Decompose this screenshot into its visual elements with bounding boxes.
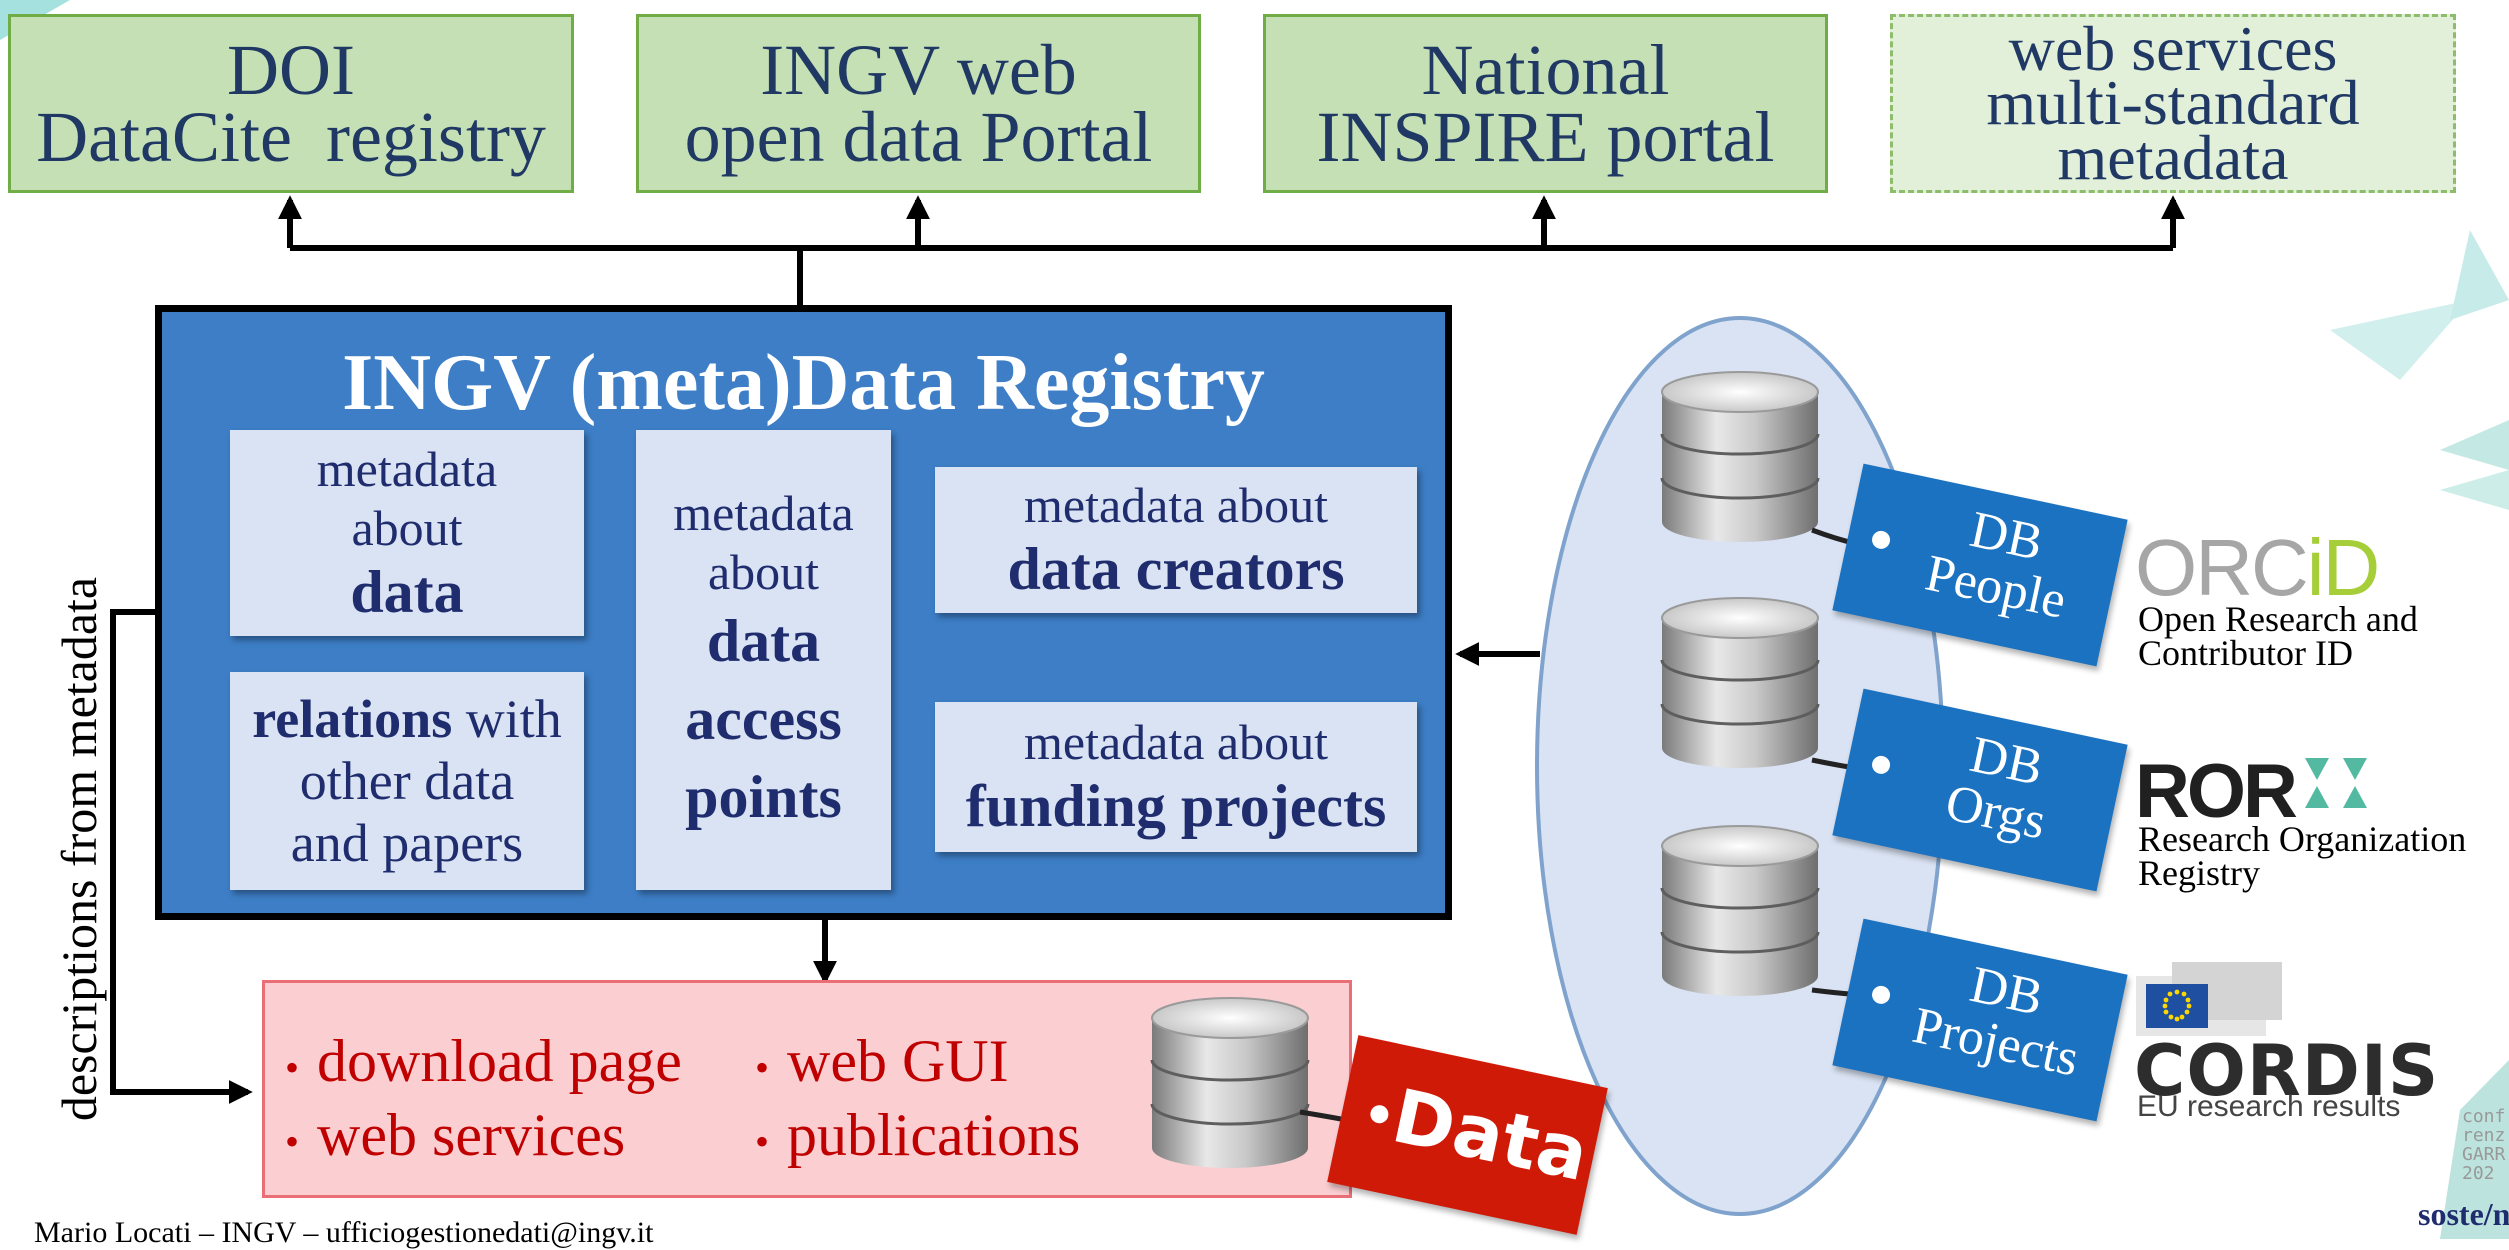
relations-box: relations with other data and papers xyxy=(230,672,584,890)
relations-bold: relations xyxy=(252,688,453,749)
bullet-text: publications xyxy=(787,1102,1081,1168)
data-box-line2: about xyxy=(351,499,463,556)
bullet-web-services: • web services xyxy=(285,1101,625,1170)
cordis-logo: CORDIS xyxy=(2134,1030,2440,1112)
bullet-dot: • xyxy=(285,1044,300,1090)
ror-description: Research Organization Registry xyxy=(2138,819,2467,894)
access-line2: about xyxy=(707,544,820,600)
ror-mark-icon xyxy=(2304,758,2367,808)
creators-line1: metadata about xyxy=(1023,477,1329,533)
ror-name: ROR xyxy=(2135,749,2298,834)
inspire-line2: INSPIRE portal xyxy=(1316,96,1775,177)
orcid-desc-line2: Contributor ID xyxy=(2138,633,2353,674)
conference-corner-subtitle: soste/nibile xyxy=(2418,1196,2509,1233)
registry-box: INGV (meta)Data Registry metadata about … xyxy=(155,305,1452,920)
access-bold3: points xyxy=(685,764,842,830)
bullet-download-page: • download page xyxy=(285,1027,682,1096)
bullet-dot: • xyxy=(755,1044,770,1090)
relations-rest: with xyxy=(452,688,562,749)
ror-desc-line2: Registry xyxy=(2138,853,2260,894)
data-access-points-box: metadata about data access points xyxy=(636,430,891,890)
portal-line1: INGV web xyxy=(760,30,1077,111)
orcid-logo: ORCiD xyxy=(2135,522,2381,614)
funding-line1: metadata about xyxy=(1023,714,1329,770)
funding-projects-box: metadata about funding projects xyxy=(935,702,1417,852)
corner-line4: 202 xyxy=(2462,1162,2495,1184)
bullet-text: download page xyxy=(317,1028,682,1094)
access-bold2: access xyxy=(685,686,842,752)
orcid-name-a: ORC xyxy=(2135,523,2309,612)
bullet-dot: • xyxy=(285,1118,300,1164)
orcid-desc-line1: Open Research and xyxy=(2138,599,2418,639)
corner-sub-b: nibile xyxy=(2492,1196,2509,1232)
web-services-metadata-box: web services multi-standard metadata xyxy=(1890,14,2456,193)
ror-desc-line1: Research Organization xyxy=(2138,819,2467,859)
cordis-subtitle: EU research results xyxy=(2137,1090,2401,1123)
corner-line2: renz xyxy=(2462,1124,2506,1146)
database-icon-projects xyxy=(1660,824,1820,998)
orcid-description: Open Research and Contributor ID xyxy=(2138,599,2418,674)
database-icon-data xyxy=(1150,996,1310,1170)
eu-flag-icon xyxy=(2136,962,2282,1036)
webservices-line2: multi-standard xyxy=(1986,67,2360,139)
relations-line3: and papers xyxy=(290,813,524,874)
metadata-about-data-box: metadata about data xyxy=(230,430,584,636)
corner-line1: conf xyxy=(2462,1106,2506,1127)
bullet-publications: • publications xyxy=(755,1101,1080,1170)
national-inspire-portal-box: National INSPIRE portal xyxy=(1263,14,1828,193)
doi-datacite-box: DOI DataCite registry xyxy=(8,14,574,193)
orcid-name-b: iD xyxy=(2306,523,2381,612)
conference-corner-text: conf renz GARR 202 xyxy=(2462,1106,2506,1184)
database-icon-orgs xyxy=(1660,596,1820,770)
database-icon-people xyxy=(1660,370,1820,544)
bullet-dot: • xyxy=(755,1118,770,1164)
relations-line2: other data xyxy=(299,750,515,811)
doi-line1: DOI xyxy=(227,30,355,111)
data-creators-box: metadata about data creators xyxy=(935,467,1417,613)
creators-bold: data creators xyxy=(1007,536,1345,602)
data-box-line1: metadata xyxy=(316,440,498,497)
corner-sub-a: soste xyxy=(2418,1196,2484,1232)
funding-bold: funding projects xyxy=(965,773,1387,839)
access-bold1: data xyxy=(706,608,821,674)
webservices-line3: metadata xyxy=(2057,121,2289,193)
webservices-line1: web services xyxy=(2008,12,2338,84)
registry-title: INGV (meta)Data Registry xyxy=(342,339,1265,427)
doi-line2: DataCite registry xyxy=(36,96,546,177)
ingv-open-data-portal-box: INGV web open data Portal xyxy=(636,14,1201,193)
bullet-text: web services xyxy=(317,1102,626,1168)
ror-logo: ROR xyxy=(2135,748,2373,835)
access-line1: metadata xyxy=(673,485,854,541)
bullet-web-gui: • web GUI xyxy=(755,1027,1009,1096)
corner-line3: GARR xyxy=(2462,1143,2506,1165)
footer-credit: Mario Locati – INGV – ufficiogestionedat… xyxy=(34,1216,654,1249)
bullet-text: web GUI xyxy=(787,1028,1009,1094)
inspire-line1: National xyxy=(1421,30,1670,111)
portal-line2: open data Portal xyxy=(684,96,1153,177)
data-box-bold: data xyxy=(350,558,464,625)
